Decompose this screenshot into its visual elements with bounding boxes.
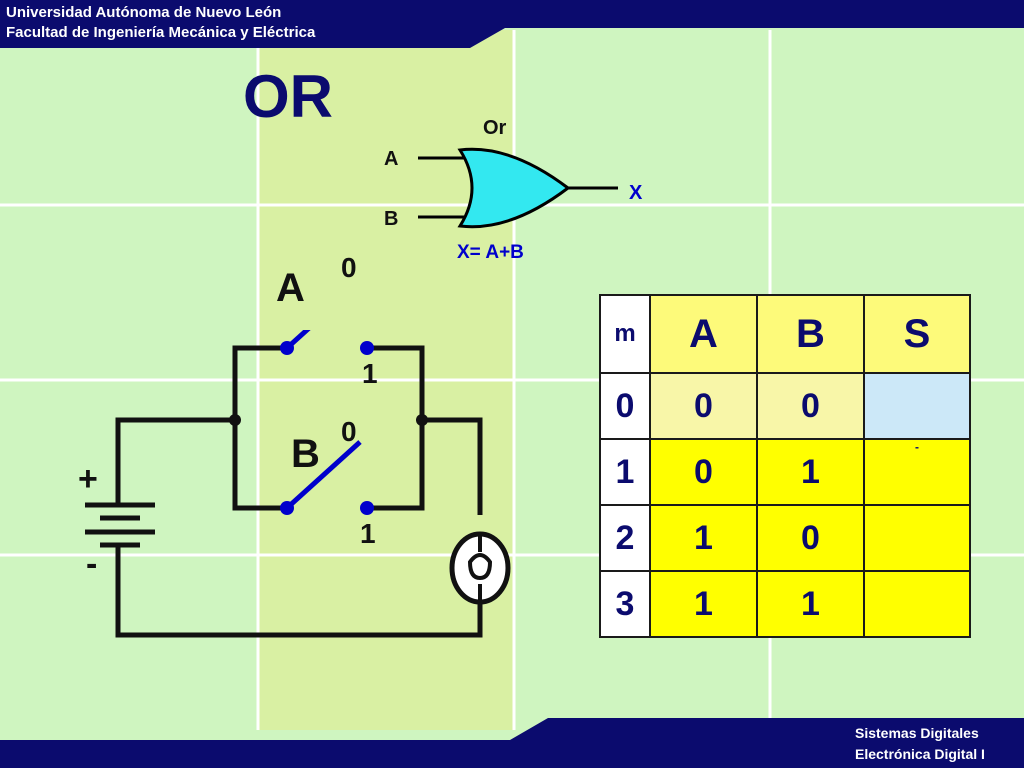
cell-m: 0	[599, 372, 651, 440]
switch-a-label: A	[276, 266, 305, 310]
switch-a-lever	[285, 330, 311, 350]
cell-s: 0	[863, 372, 971, 440]
table-row: 2 1 0	[599, 504, 971, 572]
cell-a: 1	[649, 570, 758, 638]
cell-b: 0	[756, 504, 865, 572]
junction-right	[416, 414, 428, 426]
cell-m: 3	[599, 570, 651, 638]
switch-b-contact	[360, 501, 374, 515]
switch-a-state1: 1	[362, 358, 378, 389]
header-a: A	[649, 294, 758, 374]
gate-equation: X= A+B	[457, 242, 524, 263]
wire-left-top	[115, 417, 235, 505]
switch-a-state0: 0	[341, 252, 357, 283]
page-title: OR	[243, 63, 333, 130]
wire-right-rail	[367, 345, 425, 511]
battery-minus: -	[86, 545, 98, 583]
switch-b-label: B	[291, 432, 320, 476]
gate-output-label: X	[629, 182, 643, 204]
switch-b-state0: 0	[341, 416, 357, 447]
header-m: m	[599, 294, 651, 374]
cell-b: 1	[756, 438, 865, 506]
header-bar	[0, 0, 1024, 48]
cell-m: 1	[599, 438, 651, 506]
gate-input-b-label: B	[384, 208, 399, 230]
wire-left-rail	[232, 345, 287, 511]
or-gate-symbol	[457, 147, 571, 229]
cell-b: 0	[756, 372, 865, 440]
cell-a: 0	[649, 372, 758, 440]
table-header-row: m A B S	[599, 294, 971, 374]
table-row: 1 0 1 -	[599, 438, 971, 506]
wire-right-top	[422, 417, 483, 515]
cell-s	[863, 570, 971, 638]
lamp-filament	[467, 534, 493, 602]
switch-circuit	[85, 330, 511, 638]
header-b: B	[756, 294, 865, 374]
or-gate-diagram	[418, 147, 618, 229]
header-faculty: Facultad de Ingeniería Mecánica y Eléctr…	[6, 24, 316, 41]
gate-input-a-label: A	[384, 148, 399, 170]
battery-plus: +	[78, 460, 98, 498]
table-row: 3 1 1	[599, 570, 971, 638]
cell-s-cover	[877, 398, 949, 430]
cell-s	[863, 504, 971, 572]
header-s: S	[863, 294, 971, 374]
cell-b: 1	[756, 570, 865, 638]
gate-name: Or	[483, 117, 507, 139]
switch-b-pivot	[280, 501, 294, 515]
junction-left	[229, 414, 241, 426]
cell-a: 0	[649, 438, 758, 506]
switch-a-contact	[360, 341, 374, 355]
table-row: 0 0 0 0	[599, 372, 971, 440]
header-university: Universidad Autónoma de Nuevo León	[6, 4, 282, 21]
footer-bar	[0, 718, 1024, 768]
footer-subject: Electrónica Digital I	[855, 746, 985, 762]
wire-bottom	[115, 555, 483, 638]
footer-course: Sistemas Digitales	[855, 725, 979, 741]
switch-b-lever	[285, 440, 362, 510]
truth-table: m A B S 0 0 0 0 1 0 1 - 2 1 0 3 1 1	[599, 294, 971, 638]
switch-b-state1: 1	[360, 518, 376, 549]
cell-a: 1	[649, 504, 758, 572]
switch-a-pivot	[280, 341, 294, 355]
cell-m: 2	[599, 504, 651, 572]
cell-s: -	[863, 438, 971, 506]
